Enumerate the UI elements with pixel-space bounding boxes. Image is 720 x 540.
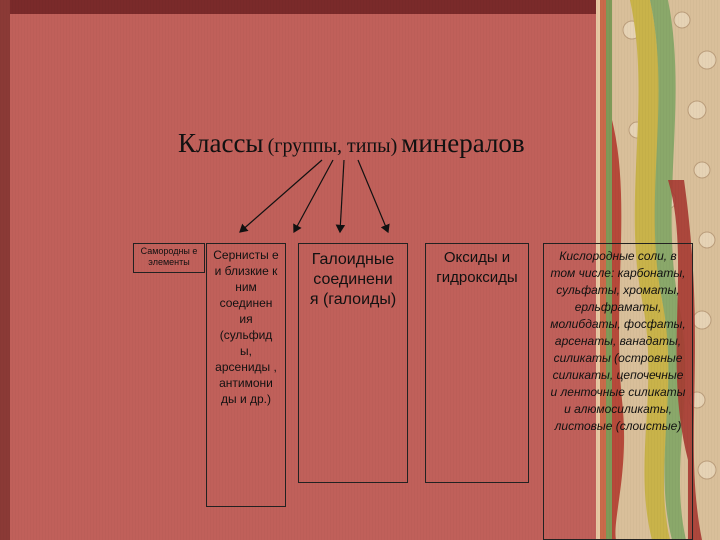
box-native-elements: Самородны е элементы <box>133 243 205 273</box>
top-frame <box>0 0 610 14</box>
arrow-to-box-4 <box>357 159 390 234</box>
box-sulfides: Сернисты е и близкие к ним соединен ия (… <box>206 243 286 507</box>
arrow-to-box-3 <box>293 159 334 234</box>
ribbon-stripe <box>596 0 600 540</box>
decorative-ribbon-panel <box>612 0 720 540</box>
box-oxides: Оксиды и гидроксиды <box>425 243 529 483</box>
box-2-text: Сернисты е и близкие к ним соединен ия (… <box>213 248 279 406</box>
box-5-text: Кислородные соли, в том числе: карбонаты… <box>550 249 686 433</box>
box-3-text: Галоидные соединени я (галоиды) <box>309 251 397 308</box>
ribbon-stripe <box>606 0 612 540</box>
box-4-text: Оксиды и гидроксиды <box>436 249 518 286</box>
arrow-to-box-2 <box>239 159 323 233</box>
title-main: Классы <box>178 128 264 158</box>
ribbon-artwork <box>612 0 720 540</box>
page-title: Классы (группы, типы) минералов <box>178 128 525 159</box>
box-oxygen-salts: Кислородные соли, в том числе: карбонаты… <box>543 243 693 540</box>
arrow-to-box-3b <box>335 159 346 234</box>
box-halides: Галоидные соединени я (галоиды) <box>298 243 408 483</box>
title-parenthetical: (группы, типы) <box>267 135 398 157</box>
left-frame <box>0 0 10 540</box>
box-1-text: Самородны е элементы <box>140 246 198 267</box>
title-end: минералов <box>401 128 525 158</box>
ribbon-stripe <box>600 0 606 540</box>
